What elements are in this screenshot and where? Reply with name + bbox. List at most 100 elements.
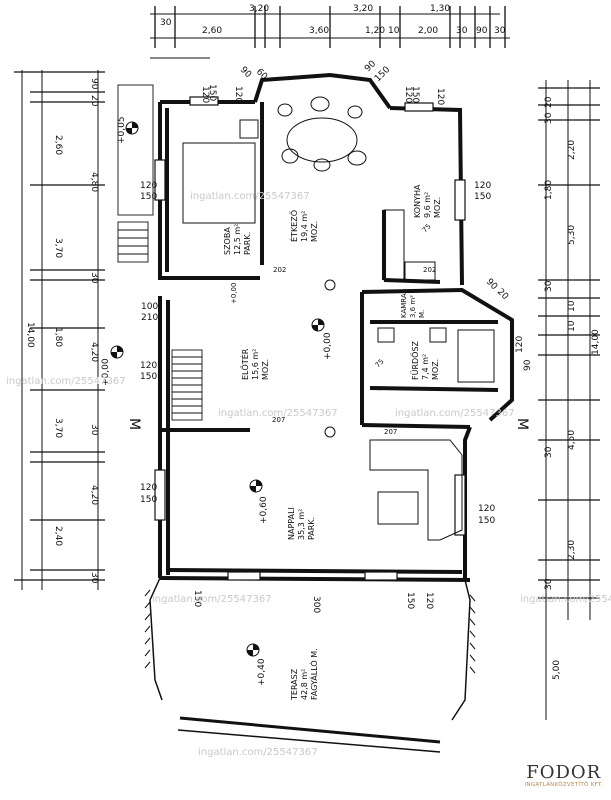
dim-label: 30: [456, 26, 468, 36]
dim-label: 90: [238, 65, 253, 80]
dim-label: 1,20: [365, 26, 385, 36]
room-name: NAPPALI: [287, 507, 296, 540]
dim-label: 20: [495, 287, 510, 302]
level-labels: +0,05 +0,00 +0,00 +0,00 +0,60 +0,40: [101, 116, 333, 686]
watermark: ingatlan.com/25547367: [218, 408, 338, 419]
room-label-kamra: KAMRA 3,6 m² M.: [400, 293, 426, 318]
brand-name: FODOR: [526, 762, 602, 783]
level-marker: [324, 279, 336, 291]
room-floor: MOZ.: [431, 359, 440, 380]
windows: [154, 96, 466, 581]
watermark: ingatlan.com/25547367: [395, 408, 515, 419]
dim-label: 20: [89, 95, 99, 107]
dim-label: 120: [200, 86, 210, 103]
dim-label: 3,20: [353, 4, 373, 14]
dim-label: 30: [160, 18, 172, 28]
dim-label: 30: [544, 112, 554, 124]
level-marker: [125, 121, 139, 135]
dim-label: 207: [272, 416, 285, 424]
room-area: 15,6 m²: [251, 349, 260, 380]
dim-label: 90: [484, 277, 499, 292]
level-label: +0,40: [257, 658, 267, 686]
level-label: +0,00: [323, 332, 333, 360]
room-area: 7,4 m²: [421, 354, 430, 380]
dim-label: 1,30: [430, 4, 450, 14]
room-name: KAMRA: [400, 293, 408, 318]
watermark: ingatlan.com/25547367: [198, 747, 318, 758]
dim-label: 3,20: [249, 4, 269, 14]
dim-label: 100: [141, 302, 158, 312]
dim-label: 300: [311, 596, 321, 613]
dim-label: 150: [140, 192, 157, 202]
dim-label: 202: [423, 266, 436, 274]
watermarks: ingatlan.com/25547367 ingatlan.com/25547…: [6, 191, 611, 758]
dim-label: 4,50: [567, 430, 577, 450]
room-label-nappali: NAPPALI 35,3 m² PARK.: [287, 507, 316, 540]
watermark: ingatlan.com/25547367: [6, 376, 126, 387]
dim-label: 120: [424, 592, 434, 609]
room-floor: M.: [418, 310, 426, 318]
dim-label: 30: [89, 272, 99, 284]
dim-label: 210: [141, 313, 158, 323]
dim-label: 10: [567, 300, 577, 312]
dim-label: 75: [421, 222, 433, 234]
dim-label: 150: [192, 590, 202, 607]
room-area: 42,8 m²: [300, 669, 309, 700]
watermark: ingatlan.com/25547367: [190, 191, 310, 202]
dim-label: 14,00: [25, 322, 35, 348]
dim-label: 14,00: [591, 329, 601, 355]
dim-label: 90: [523, 359, 533, 371]
room-name: FÜRDŐSZ: [410, 340, 420, 380]
dim-label: 1,80: [53, 327, 63, 347]
furniture: [182, 96, 495, 541]
wall-dimension-labels: 120 150 120 120 150 120 120 150 120 150 …: [140, 59, 533, 614]
level-markers: [110, 121, 336, 657]
dim-label: 2,30: [567, 540, 577, 560]
level-marker: [324, 426, 336, 438]
dim-label: 150: [140, 372, 157, 382]
dim-label: 120: [140, 181, 157, 191]
fodor-logo: FODOR INGATLANKÖZVETÍTŐ KFT.: [524, 762, 603, 789]
level-marker: [311, 318, 325, 332]
terrace: [144, 577, 476, 753]
dim-label: 150: [207, 84, 217, 101]
dim-label: 3,60: [309, 26, 329, 36]
dim-label: 4,80: [89, 172, 99, 192]
dimension-lines: [14, 6, 600, 720]
dim-label: 2,40: [53, 526, 63, 546]
dim-label: 150: [474, 192, 491, 202]
dim-label: 120: [140, 483, 157, 493]
dim-label: 4,20: [89, 342, 99, 362]
level-marker: [246, 643, 260, 657]
room-floor: PARK.: [307, 517, 316, 540]
dim-label: 120: [435, 88, 445, 105]
dim-label: 30: [544, 578, 554, 590]
room-name: TERASZ: [290, 668, 299, 701]
dim-label: 20: [544, 96, 554, 108]
section-mark-right: M: [514, 418, 530, 430]
room-floor: FAGYÁLLÓ M.: [308, 648, 319, 700]
room-floor: MOZ.: [261, 359, 270, 380]
room-label-etkezo: ÉTKEZŐ 19,4 m² MOZ.: [288, 210, 319, 242]
top-dimension-labels: 3,20 3,20 1,30 30 2,60 3,60 1,20 10 2,00…: [160, 4, 506, 36]
dim-label: 10: [388, 26, 400, 36]
level-label: +0,00: [230, 283, 238, 304]
room-area: 35,3 m²: [297, 509, 306, 540]
dim-label: 30: [89, 572, 99, 584]
room-name: KONYHA: [413, 184, 422, 218]
right-dimension-labels: 20 30 2,20 1,80 5,30 30 10 10 4,50 30 2,…: [544, 96, 601, 680]
dim-label: 30: [544, 280, 554, 292]
dim-label: 1,80: [544, 180, 554, 200]
level-marker: [110, 345, 124, 359]
room-area: 9,6 m²: [423, 192, 432, 218]
dim-label: 2,60: [202, 26, 222, 36]
dim-label: 120: [474, 181, 491, 191]
room-label-furdosz: FÜRDŐSZ 7,4 m² MOZ.: [410, 340, 440, 380]
room-name: ÉTKEZŐ: [288, 210, 299, 242]
dim-label: 5,30: [567, 225, 577, 245]
dim-label: 4,20: [89, 485, 99, 505]
room-area: 12,5 m²: [233, 224, 242, 255]
room-label-konyha: KONYHA 9,6 m² MOZ.: [413, 184, 442, 218]
level-label: +0,05: [117, 116, 127, 144]
